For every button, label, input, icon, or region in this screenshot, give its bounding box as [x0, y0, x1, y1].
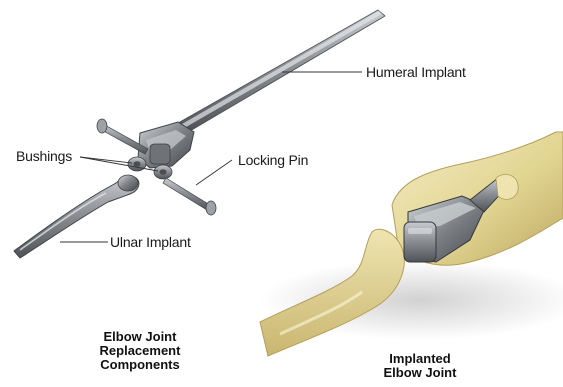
components-drawing	[14, 10, 385, 258]
bushings-label: Bushings	[16, 148, 72, 164]
components-caption-line-2: Replacement	[70, 344, 210, 358]
implanted-caption-line-2: Elbow Joint	[350, 366, 490, 380]
bone-tip	[496, 174, 518, 199]
implanted-caption: Implanted Elbow Joint	[350, 352, 490, 380]
ulnar-implant-label: Ulnar Implant	[110, 234, 191, 250]
leader-lines	[60, 72, 362, 242]
components-caption: Elbow Joint Replacement Components	[70, 330, 210, 372]
humeral-implant-shape	[138, 10, 385, 168]
implanted-caption-line-1: Implanted	[350, 352, 490, 366]
humeral-implant-label: Humeral Implant	[366, 64, 466, 80]
components-caption-line-3: Components	[70, 358, 210, 372]
locking-pin-label: Locking Pin	[238, 152, 308, 168]
locking-pin-leader	[196, 160, 232, 185]
components-caption-line-1: Elbow Joint	[70, 330, 210, 344]
